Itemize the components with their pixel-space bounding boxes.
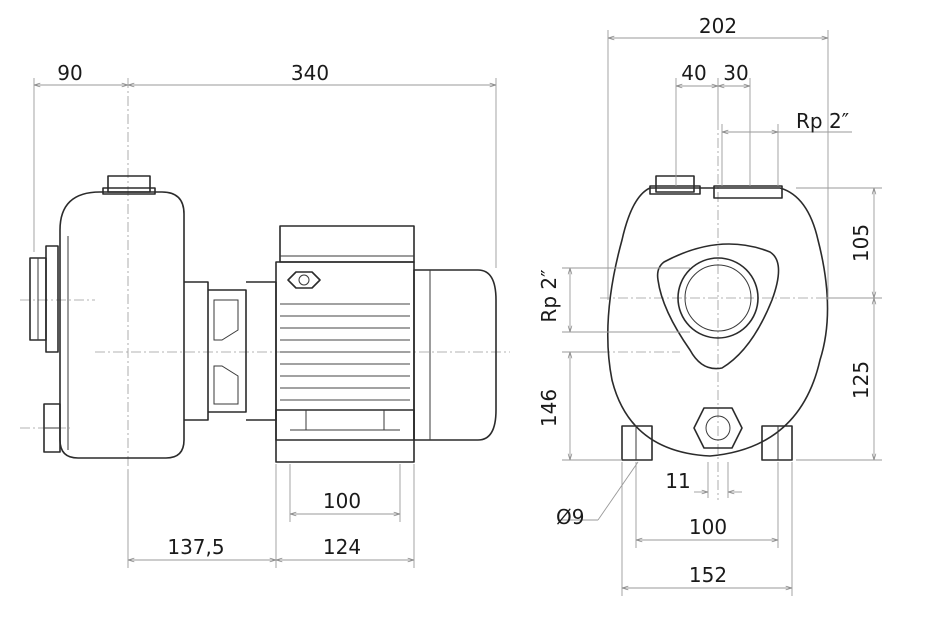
- dim-124: 124: [323, 535, 361, 559]
- inlet-boss: [656, 243, 780, 370]
- dim-90: 90: [57, 61, 82, 85]
- foot-left: [621, 425, 653, 461]
- dim-30: 30: [723, 61, 748, 85]
- dim-146: 146: [537, 389, 561, 427]
- dim-11: 11: [665, 469, 690, 493]
- bracket: [208, 289, 247, 413]
- dim-front-100: 100: [689, 515, 727, 539]
- inlet-port-outer: [677, 257, 759, 339]
- drain-plug: [43, 403, 61, 453]
- fan-cover: [413, 269, 497, 441]
- dim-152: 152: [689, 563, 727, 587]
- dim-125: 125: [849, 361, 873, 399]
- front-casing: [606, 187, 829, 457]
- dim-340: 340: [291, 61, 329, 85]
- label-inlet-thread: Rp 2″: [537, 269, 561, 322]
- inlet-flange: [45, 245, 59, 353]
- terminal-box: [279, 225, 415, 263]
- label-hole-diameter: Ø9: [556, 505, 584, 529]
- adapter: [184, 281, 209, 421]
- dim-202: 202: [699, 14, 737, 38]
- motor-flange: [246, 281, 277, 421]
- label-outlet-thread: Rp 2″: [796, 109, 849, 133]
- dim-137-5: 137,5: [167, 535, 224, 559]
- motor-foot: [275, 409, 415, 463]
- front-drain-plug: [693, 407, 743, 449]
- dim-40: 40: [681, 61, 706, 85]
- pump-casing: [59, 191, 185, 459]
- filler-plug: [107, 175, 151, 193]
- dim-105: 105: [849, 224, 873, 262]
- outlet-boss: [713, 185, 783, 199]
- plug-seat: [102, 187, 156, 195]
- front-filler-plug: [655, 175, 695, 193]
- side-view: 90 340 100 137,5 124: [20, 61, 510, 568]
- foot-right: [761, 425, 793, 461]
- inlet-port: [29, 257, 47, 341]
- cable-gland: [287, 271, 321, 289]
- front-view: 202 40 30 Rp 2″ 105 125 Rp 2″ 146: [537, 14, 882, 596]
- cooling-fins: [280, 303, 410, 401]
- inlet-port-inner: [684, 264, 752, 332]
- dim-side-100: 100: [323, 489, 361, 513]
